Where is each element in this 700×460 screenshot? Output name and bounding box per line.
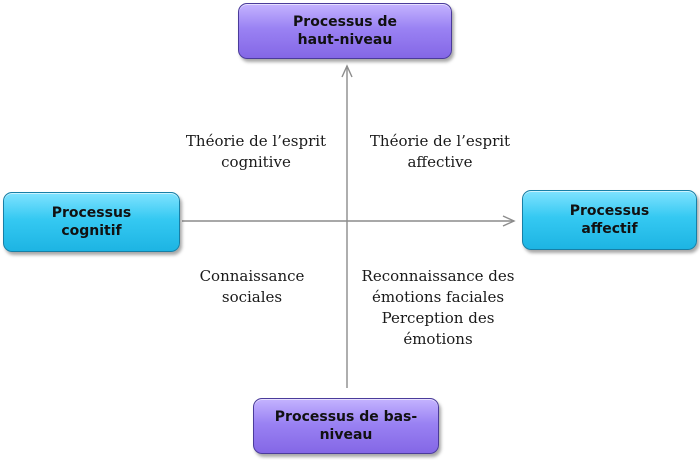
node-label-line: haut-niveau: [297, 32, 393, 48]
node-label-line: cognitif: [61, 223, 122, 239]
quadrant-label-line: sociales: [221, 288, 283, 306]
node-label-line: Processus de bas-: [274, 409, 418, 425]
quadrant-label-line: Connaissance: [199, 267, 305, 285]
node-label-line: Processus: [569, 203, 650, 219]
quadrant-label-line: Perception des: [381, 309, 495, 327]
quadrant-label-line: Reconnaissance des: [361, 267, 515, 285]
quadrant-label-line: cognitive: [221, 153, 291, 171]
node-label-line: Processus de: [293, 14, 397, 30]
quadrant-label-line: affective: [407, 153, 473, 171]
quadrant-label-affective-theory-of-mind: Théorie de l’esprit affective: [352, 131, 528, 173]
node-label-line: affectif: [581, 221, 638, 237]
quadrant-label-cognitive-theory-of-mind: Théorie de l’esprit cognitive: [170, 131, 342, 173]
node-label-line: niveau: [319, 427, 373, 443]
low-level-process-node: Processus de bas- niveau: [253, 398, 439, 454]
node-label-line: Processus: [51, 205, 132, 221]
quadrant-label-line: émotions: [403, 330, 473, 348]
cognitive-process-node: Processus cognitif: [3, 192, 180, 252]
high-level-process-node: Processus de haut-niveau: [238, 3, 452, 59]
quadrant-label-social-knowledge: Connaissance sociales: [172, 266, 332, 308]
quadrant-label-line: Théorie de l’esprit: [369, 132, 511, 150]
quadrant-label-line: émotions faciales: [371, 288, 505, 306]
quadrant-label-line: Théorie de l’esprit: [185, 132, 327, 150]
affective-process-node: Processus affectif: [522, 190, 697, 250]
quadrant-label-emotion-recognition: Reconnaissance des émotions faciales Per…: [348, 266, 528, 350]
